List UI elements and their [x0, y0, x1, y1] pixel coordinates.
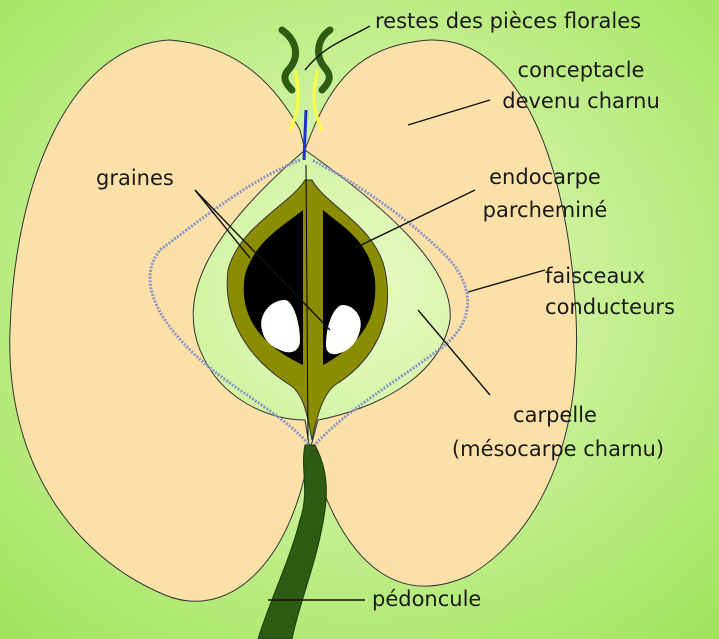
label-bundles-line1: faisceaux [520, 263, 670, 289]
label-carpel-line2: (mésocarpe charnu) [418, 436, 698, 462]
label-endocarp-line2: parcheminé [460, 197, 630, 223]
label-endocarp-line1: endocarpe [470, 164, 620, 190]
label-bundles-line2: conducteurs [520, 294, 700, 320]
label-carpel-line1: carpelle [480, 402, 630, 428]
label-receptacle-line2: devenu charnu [486, 88, 676, 114]
label-receptacle-line1: conceptacle [496, 57, 666, 83]
label-floral-remains: restes des pièces florales [375, 8, 641, 34]
label-peduncle: pédoncule [372, 586, 481, 612]
label-seeds: graines [96, 165, 174, 191]
style-line [304, 110, 306, 160]
